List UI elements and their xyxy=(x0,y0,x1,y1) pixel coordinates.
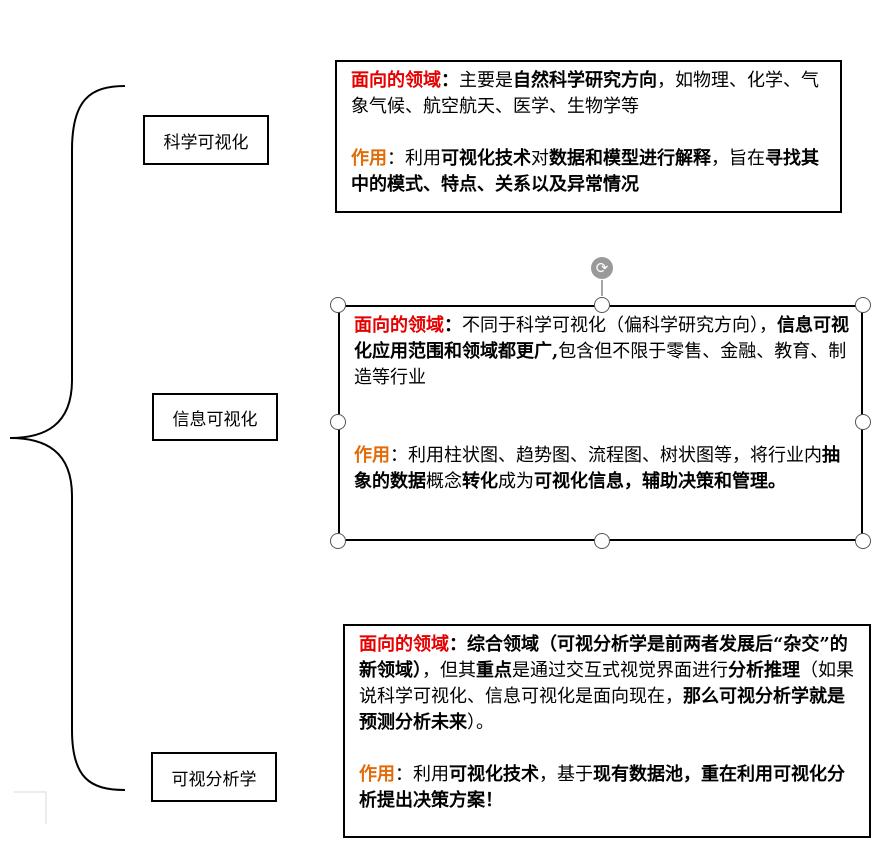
text-run: 重点 xyxy=(476,660,512,681)
domain-paragraph: 面向的领域：综合领域（可视分析学是前两者发展后“杂交”的新领域），但其重点是通过… xyxy=(359,632,859,736)
rotate-handle-icon[interactable]: ⟳ xyxy=(591,257,613,279)
text-run: 可视化技术 xyxy=(441,148,531,169)
text-run: 抽象的数据 xyxy=(354,445,840,492)
category-information-visualization: 信息可视化 xyxy=(152,393,278,441)
resize-handle-top-left[interactable] xyxy=(330,297,346,313)
resize-handle-top-right[interactable] xyxy=(855,297,871,313)
resize-handle-right[interactable] xyxy=(855,414,871,430)
text-run: ，基于 xyxy=(539,764,593,785)
text-run: ）。 xyxy=(467,712,494,733)
category-label: 信息可视化 xyxy=(172,409,258,430)
category-scientific-visualization: 科学可视化 xyxy=(143,115,269,165)
information-visualization-box[interactable]: 面向的领域：不同于科学可视化（偏科学研究方向），信息可视化应用范围和领域都更广,… xyxy=(338,305,863,541)
text-run: （如果说科学可视化、信息可视化是面向现在， xyxy=(359,660,854,707)
text-run: 包含但不限于零售、金融、教育、制造等行业 xyxy=(354,341,847,388)
role-paragraph: 作用：利用柱状图、趋势图、流程图、树状图等，将行业内抽象的数据概念转化成为可视化… xyxy=(354,443,851,495)
domain-paragraph: 面向的领域：主要是自然科学研究方向，如物理、化学、气象气候、航空航天、医学、生物… xyxy=(351,68,830,120)
text-run: ： xyxy=(444,315,462,336)
text-run: ，如物理、化学、气象气候、航空航天、医学、生物学等 xyxy=(351,70,819,117)
text-run: 寻找其中的模式、特点、关系以及异常情况 xyxy=(351,148,819,195)
text-run: 数据和模型进行解释 xyxy=(549,148,711,169)
text-run: 是通过交互式视觉界面进行 xyxy=(512,660,728,681)
resize-handle-bottom-left[interactable] xyxy=(330,533,346,549)
text-run: 现有数据池，重在利用可视化分析提出决策方案！ xyxy=(359,764,845,811)
text-run: ：利用 xyxy=(387,148,441,169)
domain-heading: 面向的领域 xyxy=(354,315,444,336)
text-run: 信息可视化应用范围和领域都更广, xyxy=(354,315,849,362)
text-run: 成为 xyxy=(498,471,534,492)
text-run: ：利用柱状图、趋势图、流程图、树状图等，将行业内 xyxy=(390,445,822,466)
text-run: 自然科学研究方向 xyxy=(513,70,657,91)
text-run: 可视化技术 xyxy=(449,764,539,785)
domain-heading: 面向的领域 xyxy=(351,70,441,91)
text-run: 概念 xyxy=(426,471,462,492)
visual-analytics-box: 面向的领域：综合领域（可视分析学是前两者发展后“杂交”的新领域），但其重点是通过… xyxy=(343,624,871,838)
text-run: 那么可视分析学就是预测分析未来 xyxy=(359,686,845,733)
resize-handle-bottom-right[interactable] xyxy=(855,533,871,549)
text-run: 对 xyxy=(531,148,549,169)
resize-handle-left[interactable] xyxy=(330,414,346,430)
role-heading: 作用 xyxy=(354,445,390,466)
text-run: ：利用 xyxy=(395,764,449,785)
corner-mark xyxy=(14,791,47,824)
brace-curve xyxy=(9,85,126,791)
resize-handle-bottom[interactable] xyxy=(594,533,610,549)
text-run: 分析推理 xyxy=(728,660,800,681)
text-run: 转化 xyxy=(462,471,498,492)
domain-heading: 面向的领域 xyxy=(359,634,449,655)
text-run: ，旨在 xyxy=(711,148,765,169)
text-run: ：综合领域（可视分析学是前两者发展后“杂交”的新领域） xyxy=(359,634,848,681)
role-paragraph: 作用：利用可视化技术对数据和模型进行解释，旨在寻找其中的模式、特点、关系以及异常… xyxy=(351,146,830,198)
text-run: ，但其 xyxy=(422,660,476,681)
role-heading: 作用 xyxy=(351,148,387,169)
text-run: 主要是 xyxy=(459,70,513,91)
category-label: 可视分析学 xyxy=(171,769,257,790)
text-run: 可视化信息，辅助决策和管理。 xyxy=(534,471,786,492)
domain-paragraph: 面向的领域：不同于科学可视化（偏科学研究方向），信息可视化应用范围和领域都更广,… xyxy=(354,313,851,391)
category-visual-analytics: 可视分析学 xyxy=(151,752,277,802)
text-run: 不同于科学可视化（偏科学研究方向）， xyxy=(462,315,777,336)
role-paragraph: 作用：利用可视化技术，基于现有数据池，重在利用可视化分析提出决策方案！ xyxy=(359,762,859,814)
resize-handle-top[interactable] xyxy=(594,297,610,313)
scientific-visualization-box: 面向的领域：主要是自然科学研究方向，如物理、化学、气象气候、航空航天、医学、生物… xyxy=(335,60,842,213)
role-heading: 作用 xyxy=(359,764,395,785)
text-run: ： xyxy=(441,70,459,91)
category-label: 科学可视化 xyxy=(163,132,249,153)
